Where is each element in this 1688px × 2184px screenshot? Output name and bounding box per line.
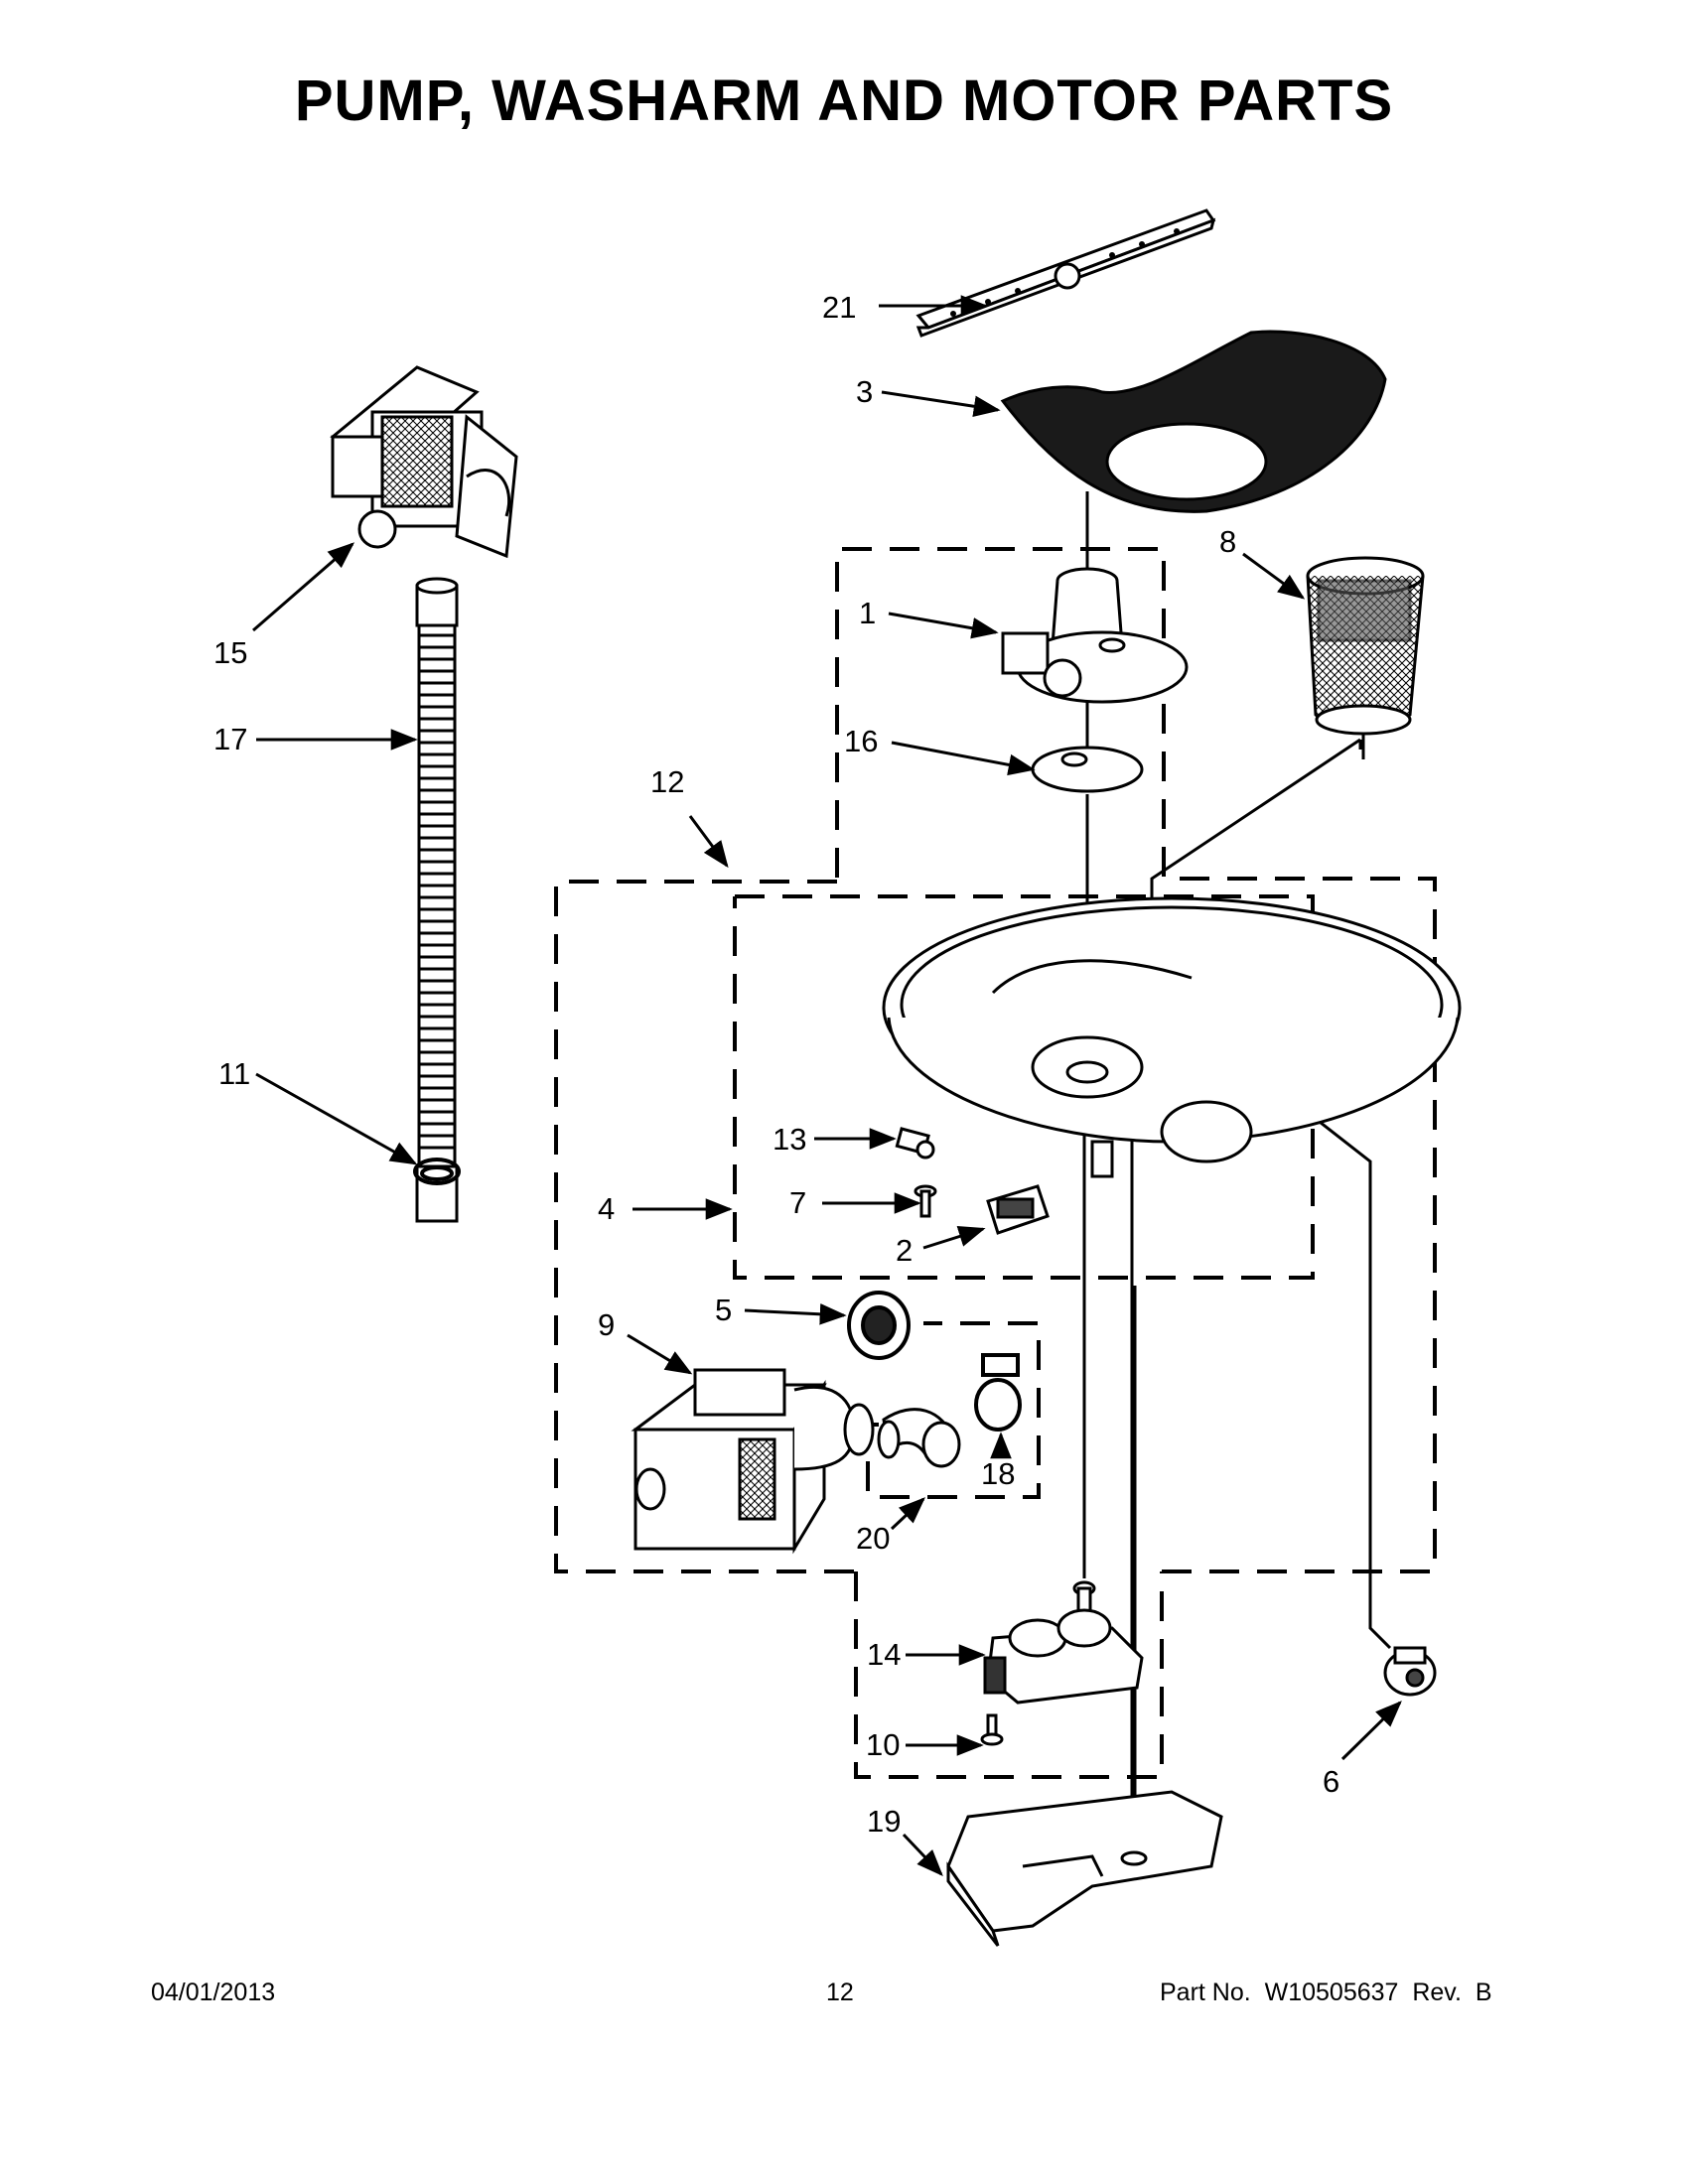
footer-rev-label: Rev. bbox=[1412, 1979, 1462, 2006]
filter-basket-part bbox=[1306, 556, 1425, 759]
arrow-1 bbox=[888, 612, 999, 639]
footer-part-label: Part No. bbox=[1160, 1979, 1251, 2006]
callout-1: 1 bbox=[859, 596, 876, 630]
callout-3: 3 bbox=[856, 374, 873, 409]
connector-part bbox=[986, 1184, 1050, 1235]
callout-21: 21 bbox=[822, 290, 856, 325]
sump-cover-part bbox=[946, 1790, 1223, 1947]
callout-10: 10 bbox=[866, 1727, 900, 1762]
footer-page-number: 12 bbox=[826, 1979, 854, 2006]
screw-part bbox=[914, 1184, 937, 1218]
callout-8: 8 bbox=[1219, 524, 1236, 559]
callout-20: 20 bbox=[856, 1521, 890, 1556]
arrow-6 bbox=[1340, 1701, 1402, 1761]
footer-date: 04/01/2013 bbox=[151, 1979, 276, 2006]
footer-part-number: W10505637 bbox=[1264, 1979, 1399, 2006]
callout-9: 9 bbox=[598, 1307, 615, 1342]
boundary-outer bbox=[554, 880, 856, 1573]
pump-housing-part bbox=[1001, 567, 1189, 704]
arrow-2 bbox=[922, 1226, 986, 1250]
wash-arm-part bbox=[915, 208, 1216, 338]
arrow-11 bbox=[255, 1072, 418, 1165]
page-title: PUMP, WASHARM AND MOTOR PARTS bbox=[294, 68, 1394, 133]
arrow-16 bbox=[891, 741, 1036, 776]
callout-19: 19 bbox=[867, 1804, 901, 1839]
arrow-9 bbox=[627, 1333, 693, 1375]
arrow-12 bbox=[688, 815, 729, 869]
boundary-lower bbox=[854, 1571, 1164, 1779]
callout-6: 6 bbox=[1323, 1764, 1339, 1799]
callout-4: 4 bbox=[598, 1191, 615, 1226]
pump-clamp-part bbox=[974, 1353, 1022, 1432]
hose-clamp-part bbox=[413, 1158, 461, 1185]
callout-12: 12 bbox=[650, 764, 684, 799]
pump-motor-part bbox=[631, 1368, 875, 1555]
arrow-3 bbox=[881, 390, 1001, 417]
callout-16: 16 bbox=[844, 724, 878, 758]
bracket-part bbox=[895, 1127, 935, 1160]
footer-part-info: Part No. W10505637 Rev. B bbox=[1160, 1979, 1492, 2007]
diverter-module-part bbox=[983, 1580, 1144, 1705]
callout-7: 7 bbox=[789, 1185, 806, 1220]
filter-cover-part bbox=[1000, 330, 1387, 513]
callout-14: 14 bbox=[867, 1637, 901, 1672]
arrow-15 bbox=[252, 542, 355, 632]
assembly-boundaries bbox=[554, 547, 1437, 1779]
screw-small-part bbox=[980, 1713, 1004, 1746]
callout-11: 11 bbox=[218, 1056, 250, 1091]
arrow-20 bbox=[890, 1497, 925, 1531]
arrow-19 bbox=[902, 1833, 943, 1876]
callout-15: 15 bbox=[213, 635, 247, 670]
arrow-8 bbox=[1242, 552, 1306, 600]
footer-rev: B bbox=[1475, 1979, 1492, 2006]
boundary-inner bbox=[733, 894, 1315, 1280]
callout-13: 13 bbox=[773, 1122, 806, 1157]
callout-2: 2 bbox=[896, 1233, 913, 1268]
callout-18: 18 bbox=[981, 1456, 1015, 1491]
sensor-part bbox=[1383, 1646, 1437, 1697]
disc-part bbox=[1031, 746, 1144, 793]
elbow-part bbox=[877, 1408, 961, 1468]
seal-part bbox=[847, 1291, 911, 1360]
callout-5: 5 bbox=[715, 1293, 732, 1327]
callout-arrows bbox=[252, 295, 1402, 1876]
motor-assembly-part bbox=[330, 365, 518, 559]
arrow-5 bbox=[744, 1302, 847, 1325]
hose-part bbox=[415, 577, 459, 1223]
callout-17: 17 bbox=[213, 722, 247, 756]
sump-part bbox=[882, 896, 1462, 1178]
callout-labels: 21 3 8 15 1 17 16 12 11 13 7 4 2 5 9 18 … bbox=[213, 290, 1339, 1839]
